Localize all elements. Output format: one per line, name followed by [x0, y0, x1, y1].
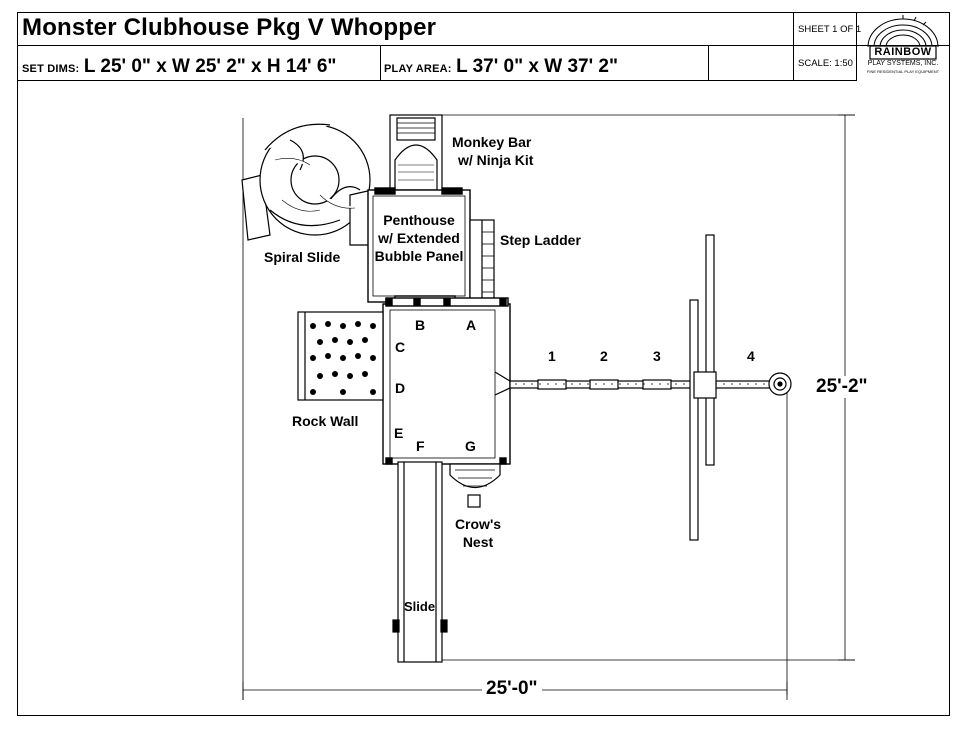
swing-position-1: 1 [548, 348, 556, 364]
clubhouse-deck-shape [382, 297, 511, 465]
set-dims-value: L 25' 0" x W 25' 2" x H 14' 6" [83, 56, 337, 77]
penthouse-label: Penthouse w/ Extended Bubble Panel [374, 212, 464, 264]
position-c: C [395, 339, 406, 355]
rock-wall-label: Rock Wall [292, 413, 359, 429]
drawing-title: Monster Clubhouse Pkg V Whopper [22, 14, 437, 41]
position-b: B [415, 317, 426, 333]
width-dimension-label: 25'-0" [482, 678, 542, 700]
swing-position-4: 4 [747, 348, 755, 364]
sheet-scale-divider [793, 45, 856, 46]
crows-nest-label: Crow's Nest [454, 516, 502, 550]
logo-brand: RAINBOW [874, 46, 932, 58]
position-g: G [465, 438, 476, 454]
rock-wall-shape [297, 311, 384, 401]
slide-label: Slide [404, 599, 436, 614]
step-ladder-shape [469, 219, 495, 303]
playarea-end-divider [708, 45, 709, 80]
spiral-slide-shape [241, 123, 373, 246]
position-d: D [395, 380, 406, 396]
spiral-slide-label: Spiral Slide [264, 249, 341, 265]
title-underline [17, 45, 950, 46]
logo-line2: FINE RESIDENTIAL PLAY EQUIPMENT [866, 69, 940, 74]
swing-position-3: 3 [653, 348, 661, 364]
crows-nest-shape [449, 463, 501, 508]
position-a: A [466, 317, 477, 333]
position-f: F [416, 438, 425, 454]
swing-beam-shape [494, 234, 792, 541]
monkey-bar-label: Monkey Bar w/ Ninja Kit [452, 134, 534, 168]
monkey-bar-shape [389, 114, 443, 194]
straight-slide-shape [392, 461, 448, 663]
step-ladder-label: Step Ladder [500, 232, 581, 248]
sheet-number: SHEET 1 OF 1 [798, 24, 862, 35]
scale: SCALE: 1:50 [798, 58, 853, 69]
play-area-value: L 37' 0" x W 37' 2" [456, 56, 618, 77]
play-area-label: PLAY AREA: [384, 63, 452, 75]
position-e: E [394, 425, 404, 441]
logo-line1: PLAY SYSTEMS, INC. [867, 60, 939, 67]
dims-underline [17, 80, 857, 81]
sheet-border [17, 12, 950, 716]
set-dims: SET DIMS: L 25' 0" x W 25' 2" x H 14' 6" [22, 56, 336, 78]
rainbow-arc-icon [867, 15, 939, 60]
play-area: PLAY AREA: L 37' 0" x W 37' 2" [384, 56, 618, 78]
logo-divider [856, 12, 857, 80]
depth-dimension-label: 25'-2" [812, 376, 872, 398]
rainbow-logo: RAINBOW PLAY SYSTEMS, INC. FINE RESIDENT… [858, 13, 948, 79]
playarea-divider [380, 45, 381, 80]
set-dims-label: SET DIMS: [22, 63, 80, 75]
sheet-divider [793, 12, 794, 80]
swing-position-2: 2 [600, 348, 608, 364]
